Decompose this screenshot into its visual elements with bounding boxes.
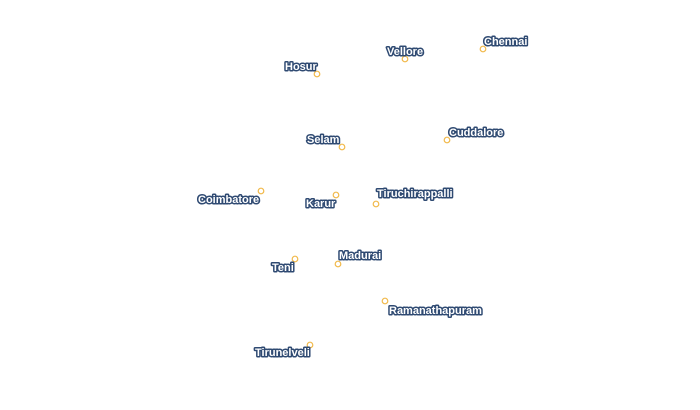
city-marker[interactable] — [479, 45, 487, 53]
city-marker[interactable] — [338, 143, 346, 151]
city-marker[interactable] — [313, 70, 321, 78]
city-selam[interactable]: Selam — [306, 133, 346, 151]
city-marker[interactable] — [372, 200, 380, 208]
city-label: Tiruchirappalli — [377, 188, 453, 200]
city-chennai[interactable]: Chennai — [479, 35, 529, 53]
city-marker[interactable] — [381, 297, 389, 305]
city-label: Karur — [306, 198, 336, 210]
city-teni[interactable]: Teni — [271, 255, 299, 276]
city-label: Teni — [272, 262, 294, 274]
city-karur[interactable]: Karur — [305, 191, 340, 212]
city-marker[interactable] — [291, 255, 299, 263]
city-tirunelveli[interactable]: Tirunelveli — [254, 341, 314, 361]
city-label: Ramanathapuram — [389, 305, 482, 317]
city-marker[interactable] — [401, 55, 409, 63]
city-label: Madurai — [339, 250, 381, 262]
city-markers: Chennai Vellore Hosur Selam Cuddalore Co… — [197, 35, 529, 361]
city-ramanathapuram[interactable]: Ramanathapuram — [381, 297, 484, 319]
city-marker[interactable] — [332, 191, 340, 199]
city-marker[interactable] — [443, 136, 451, 144]
city-label: Cuddalore — [449, 127, 503, 139]
city-vellore[interactable]: Vellore — [386, 45, 425, 63]
city-marker[interactable] — [306, 341, 314, 349]
city-tiruchirappalli[interactable]: Tiruchirappalli — [372, 187, 454, 208]
city-label: Selam — [307, 134, 340, 146]
city-cuddalore[interactable]: Cuddalore — [443, 126, 505, 144]
city-marker[interactable] — [257, 187, 265, 195]
city-label: Hosur — [285, 61, 318, 73]
city-label: Tirunelveli — [255, 347, 310, 359]
city-marker[interactable] — [334, 260, 342, 268]
city-label: Coimbatore — [198, 194, 259, 206]
city-coimbatore[interactable]: Coimbatore — [197, 187, 265, 208]
city-madurai[interactable]: Madurai — [334, 249, 383, 268]
city-label: Vellore — [387, 46, 423, 58]
city-label: Chennai — [484, 36, 527, 48]
city-hosur[interactable]: Hosur — [284, 60, 321, 78]
